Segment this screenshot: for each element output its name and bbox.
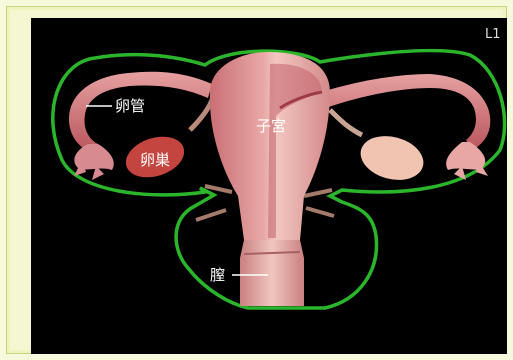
label-uterus: 子宮 [256,117,286,135]
right-cervical-ligament [304,190,332,196]
label-ovary: 卵巣 [140,151,170,169]
left-lower-ligament [196,210,226,220]
corner-label: L1 [485,27,501,42]
left-fimbriae [74,144,114,180]
label-vagina: 膣 [210,266,225,284]
left-ligament [190,100,212,130]
label-fallopian-tube: 卵管 [115,97,145,115]
right-lower-ligament [306,208,334,216]
right-fallopian-tube [322,74,490,150]
right-ligament [330,110,362,135]
vagina [240,240,304,306]
right-ovary [356,129,429,186]
